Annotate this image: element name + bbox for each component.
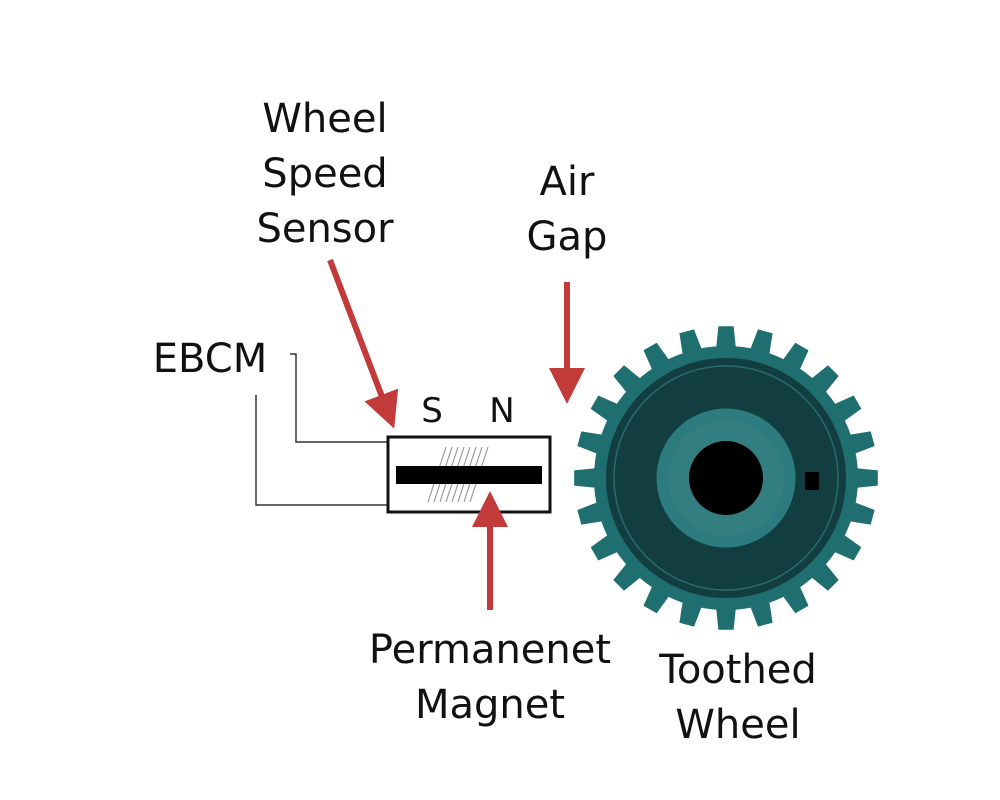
wheel-keyway-notch xyxy=(805,472,819,490)
air-gap-label-line-1: Air xyxy=(540,159,595,205)
toothed-wheel-label-line-2: Wheel xyxy=(675,702,800,748)
toothed-wheel xyxy=(574,326,878,630)
toothed-wheel-label: Toothed Wheel xyxy=(658,647,817,748)
ebcm-label: EBCM xyxy=(153,336,267,382)
permanent-magnet-bar xyxy=(396,466,542,484)
permanent-magnet-label: Permanenet Magnet xyxy=(369,627,611,728)
permanent-magnet-label-line-2: Magnet xyxy=(415,682,565,728)
pole-s-label: S xyxy=(421,391,443,431)
wheel-tooth xyxy=(715,326,737,353)
wheel-speed-sensor-label-line-2: Speed xyxy=(262,151,387,197)
air-gap-label-line-2: Gap xyxy=(527,214,608,260)
pole-n-label: N xyxy=(489,391,514,431)
ebcm-wire-lower xyxy=(255,395,390,506)
toothed-wheel-label-line-1: Toothed xyxy=(658,647,817,693)
sensor-body xyxy=(386,435,552,514)
wheel-face-ring-line xyxy=(613,365,839,591)
permanent-magnet-label-line-1: Permanenet xyxy=(369,627,611,673)
sensor-pointer-arrow xyxy=(327,258,399,429)
air-gap-label: Air Gap xyxy=(527,159,608,260)
wheel-tooth xyxy=(574,467,601,489)
ebcm-wire-upper xyxy=(290,353,390,443)
wheel-speed-sensor-label-line-1: Wheel xyxy=(262,96,387,142)
wheel-speed-sensor-label-line-3: Sensor xyxy=(256,206,394,252)
wheel-tooth xyxy=(851,467,878,489)
wheel-tooth xyxy=(715,603,737,630)
wheel-axle-hole xyxy=(689,441,763,515)
wheel-speed-sensor-label: Wheel Speed Sensor xyxy=(256,96,394,252)
